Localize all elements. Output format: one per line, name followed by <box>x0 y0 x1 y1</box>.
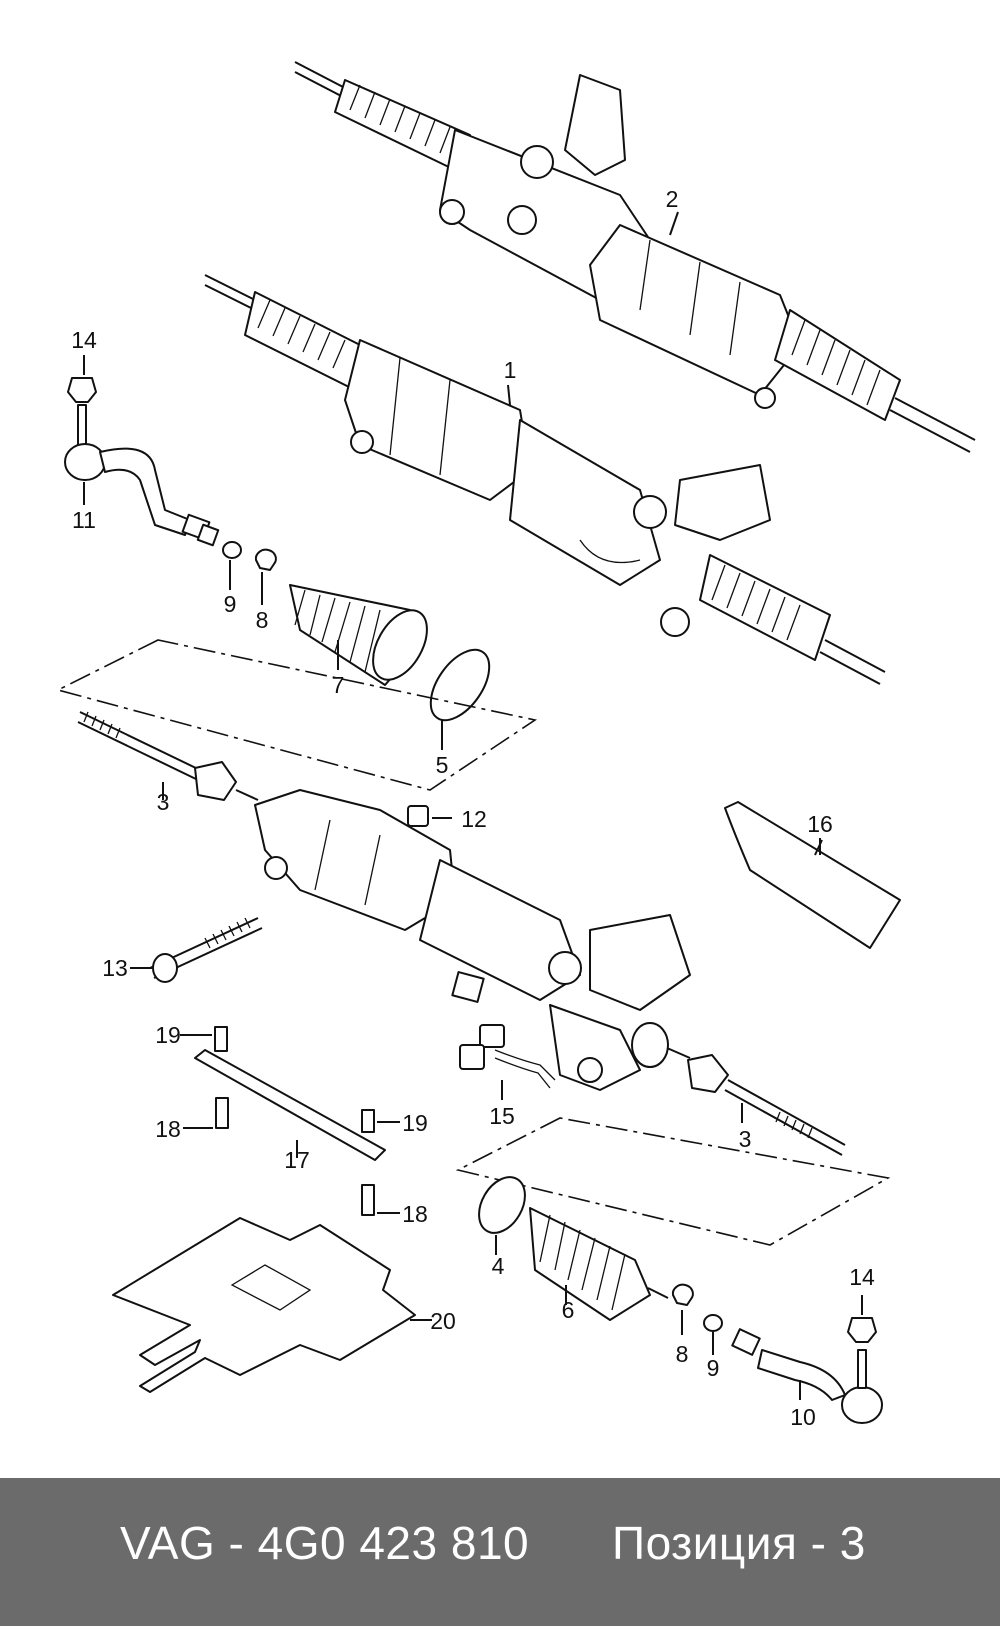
footer-bar: VAG - 4G0 423 810 Позиция - 3 <box>0 1478 1000 1626</box>
callout-11: 11 <box>72 507 96 533</box>
inner-tie-rod-3-right <box>687 1054 846 1156</box>
clamp-5 <box>429 648 491 722</box>
callout-15: 15 <box>489 1103 515 1129</box>
tie-rod-end-11 <box>64 377 220 547</box>
grease-tube-16 <box>724 801 901 949</box>
callout-18-right: 18 <box>402 1201 428 1227</box>
callout-16: 16 <box>807 811 833 837</box>
callout-7: 7 <box>332 672 345 698</box>
leader-lines <box>83 211 863 1400</box>
callout-19-right: 19 <box>402 1110 428 1136</box>
bolt-13 <box>130 917 263 983</box>
callout-19-left: 19 <box>155 1022 181 1048</box>
clamp-4 <box>478 1176 526 1234</box>
callout-8-left: 8 <box>256 607 269 633</box>
mounting-kit <box>180 1026 400 1216</box>
callout-14-left: 14 <box>71 327 97 353</box>
nut-9-left <box>222 541 242 559</box>
inner-tie-rod-3-left <box>77 711 259 801</box>
shield-plate-20 <box>112 1217 416 1393</box>
callout-9-right: 9 <box>707 1355 720 1381</box>
boot-6 <box>529 1207 669 1321</box>
nut-9-right <box>703 1314 723 1332</box>
steering-rack-2 <box>294 61 976 453</box>
clamp-8-right <box>671 1283 694 1306</box>
position-label: Позиция - 3 <box>612 1517 866 1569</box>
dashed-group-upper <box>55 639 538 791</box>
callout-3-left: 3 <box>157 789 170 815</box>
steering-rack-main <box>254 789 691 1091</box>
callout-10: 10 <box>790 1404 816 1430</box>
tie-rod-end-10 <box>731 1317 883 1424</box>
callout-9-left: 9 <box>224 591 237 617</box>
callout-3-right: 3 <box>739 1126 752 1152</box>
callout-20: 20 <box>430 1308 456 1334</box>
callout-4: 4 <box>492 1253 505 1279</box>
sensor-15 <box>459 1024 556 1100</box>
shield-plate-cutout <box>230 1264 312 1311</box>
callout-13: 13 <box>102 955 128 981</box>
clamp-8-left <box>254 548 277 571</box>
callout-17: 17 <box>284 1147 310 1173</box>
callout-8-right: 8 <box>676 1341 689 1367</box>
dashed-group-lower <box>455 1117 891 1246</box>
callout-14-right: 14 <box>849 1264 875 1290</box>
steering-rack-1 <box>204 274 886 685</box>
callout-1: 1 <box>504 357 517 383</box>
callout-5: 5 <box>436 752 449 778</box>
part-code: VAG - 4G0 423 810 <box>120 1517 530 1569</box>
callout-2: 2 <box>666 186 679 212</box>
callout-6: 6 <box>562 1297 575 1323</box>
callout-12: 12 <box>461 806 487 832</box>
exploded-parts-diagram: 2 1 14 11 9 8 7 5 3 12 16 13 19 18 17 19… <box>55 61 976 1430</box>
boot-7 <box>289 584 428 686</box>
callout-18-left: 18 <box>155 1116 181 1142</box>
nut-12 <box>407 805 429 827</box>
